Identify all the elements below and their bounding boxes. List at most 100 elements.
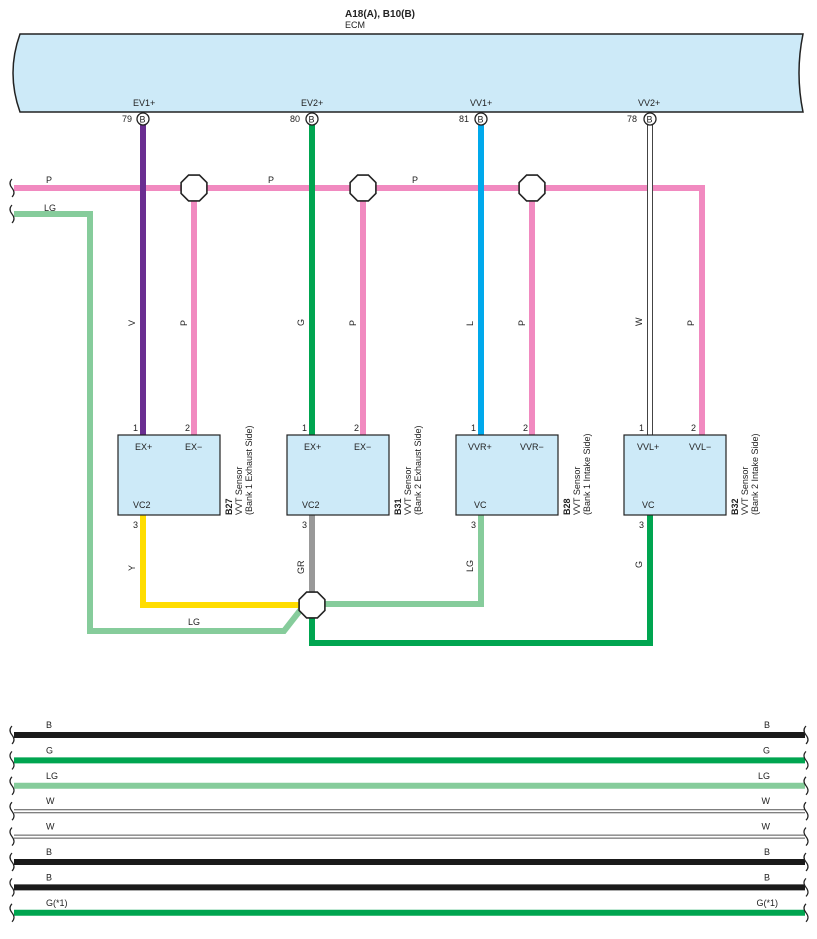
sensor-code: B31 [393, 498, 403, 515]
break-mark [9, 827, 15, 847]
sensor-terminal: VC2 [302, 500, 320, 510]
sensor-pin: 1 [639, 423, 644, 433]
wire-color-label: P [348, 320, 358, 326]
sensor-pin: 3 [471, 520, 476, 530]
wire-color-label: P [686, 320, 696, 326]
sensor-terminal: VC [474, 500, 487, 510]
lg-bottom-label: LG [188, 617, 200, 627]
sensor-pin: 3 [133, 520, 138, 530]
break-mark [9, 178, 15, 198]
p-bus-label: P [268, 175, 274, 185]
splice-point [349, 174, 377, 202]
wire-color-label: P [179, 320, 189, 326]
wire-p-bus [14, 185, 705, 435]
break-mark [9, 903, 15, 923]
harness-wire-label: W [762, 822, 771, 832]
sensor-side: (Bank 2 Intake Side) [750, 433, 760, 515]
ecm-title: A18(A), B10(B) [345, 9, 415, 20]
ecm-terminal-label: VV1+ [470, 98, 492, 108]
break-mark [803, 877, 809, 897]
break-mark [803, 852, 809, 872]
sensor-terminal: EX− [185, 442, 202, 452]
harness-wire-label: G [46, 745, 53, 755]
sensor-terminal: VC [642, 500, 655, 510]
sensor-terminal: VVR− [520, 442, 544, 452]
ecm-terminal-label: EV2+ [301, 98, 323, 108]
sensor-side: (Bank 1 Intake Side) [582, 433, 592, 515]
ecm-terminal-ev2: EV2+ 80 B [290, 98, 323, 126]
sensor-pin: 2 [185, 423, 190, 433]
wire-color-label: Y [127, 565, 137, 571]
sensor-pin: 1 [133, 423, 138, 433]
ecm-terminal-vv2: VV2+ 78 B [627, 98, 660, 126]
ecm-box [12, 33, 804, 113]
harness-wire-label: B [764, 720, 770, 730]
sensor-terminal: VC2 [133, 500, 151, 510]
wire-color-label: G [634, 561, 644, 568]
harness-wire-label: B [764, 847, 770, 857]
sensor-name: VVT Sensor [740, 467, 750, 515]
harness-wire-label: LG [758, 771, 770, 781]
harness-wire: G(*1)G(*1) [9, 898, 809, 923]
sensor-pin: 1 [302, 423, 307, 433]
sensor-side: (Bank 2 Exhaust Side) [413, 425, 423, 515]
break-mark [9, 204, 15, 224]
ecm-terminal-label: VV2+ [638, 98, 660, 108]
sensor-name: VVT Sensor [234, 467, 244, 515]
sensor-terminal: EX+ [304, 442, 321, 452]
harness-wire-label: B [46, 872, 52, 882]
sensor-b32: 1 2 3 VVL+ VVL− VC B32 VVT Sensor (Bank … [623, 423, 760, 530]
harness-wire: LG LG [9, 771, 809, 796]
sensor-pin: 2 [354, 423, 359, 433]
lg-left-label: LG [44, 203, 56, 213]
ecm-terminal-label: EV1+ [133, 98, 155, 108]
harness-wire-label: B [764, 872, 770, 882]
sensor-pin: 2 [523, 423, 528, 433]
ecm-terminal-conn: B [309, 115, 315, 125]
p-bus-label: P [46, 175, 52, 185]
harness-wire-label: LG [46, 771, 58, 781]
wire-color-label: GR [296, 560, 306, 574]
ecm-terminal-conn: B [647, 115, 653, 125]
sensor-pin: 3 [639, 520, 644, 530]
wire-y-vc2 [140, 515, 300, 608]
sensor-side: (Bank 1 Exhaust Side) [244, 425, 254, 515]
ecm-name: ECM [345, 20, 365, 30]
sensor-terminal: VVL+ [637, 442, 659, 452]
sensor-terminal: EX− [354, 442, 371, 452]
break-mark [803, 725, 809, 745]
splice-point [180, 174, 208, 202]
sensor-b27: 1 2 3 EX+ EX− VC2 B27 VVT Sensor (Bank 1… [117, 423, 254, 530]
break-mark [803, 801, 809, 821]
harness-wire-label: W [762, 796, 771, 806]
wire-lg-left [14, 211, 305, 634]
wire-lg-vc [325, 515, 484, 607]
harness-wire-label: W [46, 796, 55, 806]
ecm-terminal-conn: B [140, 115, 146, 125]
harness-wire-label: B [46, 847, 52, 857]
break-mark [803, 903, 809, 923]
harness-wire-label: B [46, 720, 52, 730]
sensor-b31: 1 2 3 EX+ EX− VC2 B31 VVT Sensor (Bank 2… [286, 423, 423, 530]
ecm-terminal-pin: 80 [290, 114, 300, 124]
wire-color-label: W [634, 317, 644, 326]
harness-wire-label: G(*1) [46, 898, 68, 908]
wire-group [9, 125, 705, 646]
break-mark [9, 776, 15, 796]
break-mark [9, 877, 15, 897]
break-mark [9, 750, 15, 770]
wire-color-label: V [127, 320, 137, 326]
sensor-name: VVT Sensor [572, 467, 582, 515]
ecm-terminal-pin: 78 [627, 114, 637, 124]
sensor-name: VVT Sensor [403, 467, 413, 515]
harness-wire-label: W [46, 822, 55, 832]
wire-g-vc [309, 515, 653, 646]
ecm-terminal-vv1: VV1+ 81 B [459, 98, 492, 126]
wire-color-label: P [517, 320, 527, 326]
